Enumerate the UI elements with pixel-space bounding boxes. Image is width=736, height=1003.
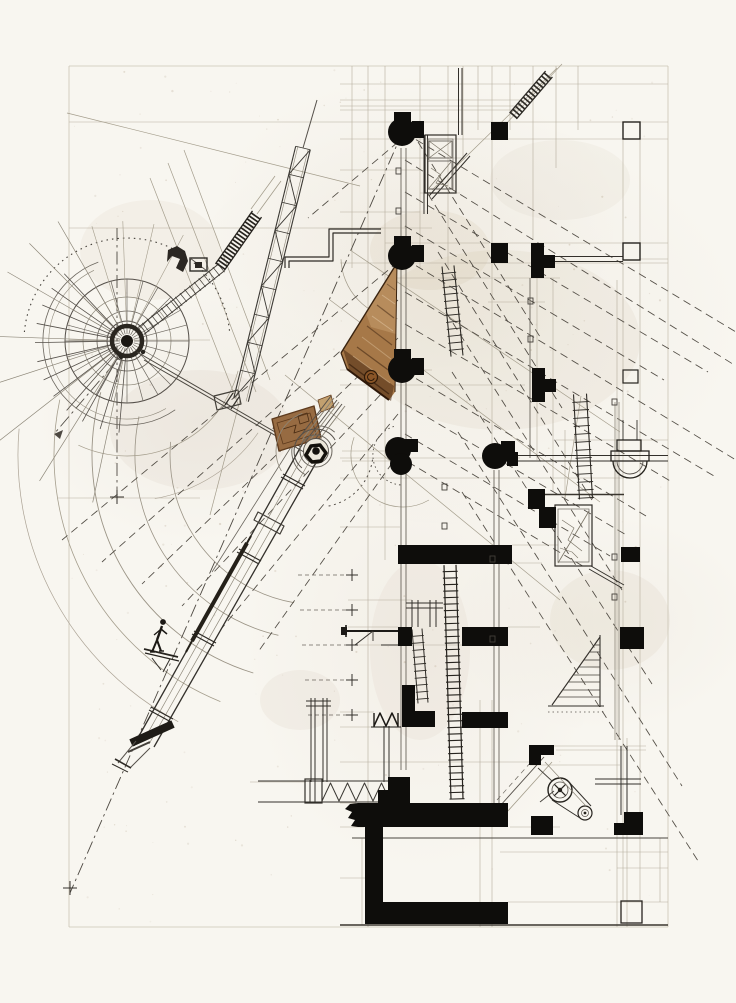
pulley-mechanism bbox=[496, 751, 593, 821]
sepia-spire-wedge bbox=[271, 255, 403, 452]
open-square-piers bbox=[620, 121, 643, 924]
dimension-marks bbox=[54, 430, 358, 895]
slewing-junction bbox=[275, 413, 336, 472]
centerlines-dashdot bbox=[53, 130, 404, 894]
crane-boom bbox=[111, 435, 322, 773]
grid-medium bbox=[340, 837, 668, 926]
worker-figure bbox=[150, 619, 168, 653]
step-wall bbox=[284, 228, 381, 268]
apse-keyhole-glyph bbox=[610, 439, 650, 479]
scaffolding bbox=[258, 600, 443, 804]
lattice-truss bbox=[214, 99, 318, 402]
treadwheel bbox=[0, 221, 305, 503]
ladders bbox=[411, 70, 606, 800]
tick-squares bbox=[395, 167, 618, 643]
sheet-frame bbox=[68, 65, 669, 928]
black-poche bbox=[345, 112, 644, 924]
stone-slab-panels bbox=[424, 134, 593, 567]
